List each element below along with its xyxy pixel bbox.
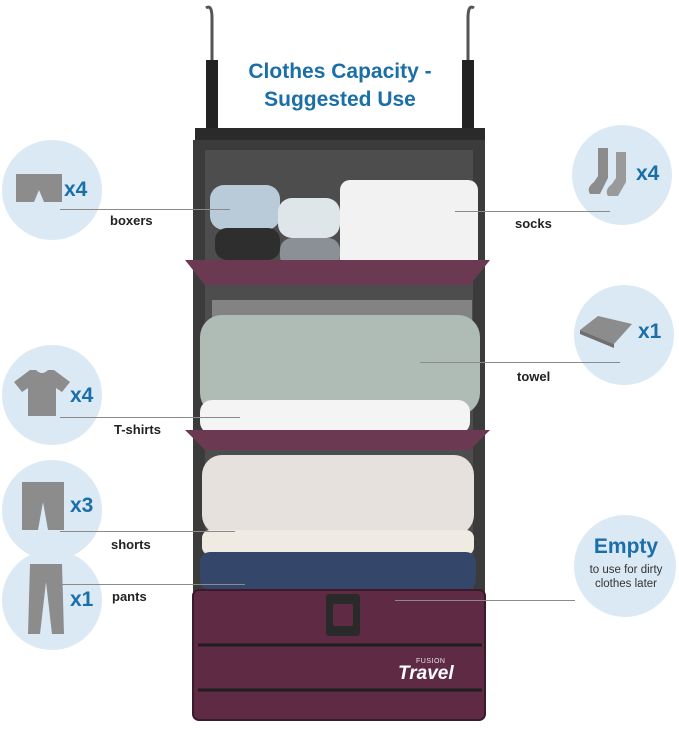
towel-leader-line [420,362,620,363]
tshirt-leader-line [60,417,240,418]
pants-leader-line [60,584,245,585]
tshirt-qty: x4 [70,384,94,407]
empty-leader-line [395,600,575,601]
boxers-icon [16,174,62,202]
page-title: Clothes Capacity - Suggested Use [200,58,480,114]
boxers-label: boxers [110,213,153,228]
pants-icon [28,564,64,634]
empty-subtitle: to use for dirty clothes later [589,564,663,590]
pants-label: pants [112,589,147,604]
towel-qty: x1 [638,320,662,343]
tshirt-label: T-shirts [114,422,161,437]
socks-icon [588,148,626,196]
socks-leader-line [455,211,610,212]
boxers-qty: x4 [64,178,88,201]
tshirt-icon [14,370,70,416]
towel-icon [580,316,632,348]
boxers-leader-line [60,209,230,210]
shorts-leader-line [60,531,235,532]
shorts-icon [22,482,64,530]
title-line-1: Clothes Capacity - [248,60,432,83]
empty-circle [574,515,676,617]
shorts-qty: x3 [70,494,94,517]
socks-label: socks [515,216,552,231]
socks-qty: x4 [636,162,660,185]
empty-title: Empty [593,535,659,558]
title-line-2: Suggested Use [264,88,416,111]
pants-qty: x1 [70,588,94,611]
shorts-label: shorts [111,537,151,552]
brand-logo-text: Travel [398,663,454,684]
towel-label: towel [517,369,551,384]
hanger-hooks [205,5,475,130]
brand-tagline: FUSION [416,658,446,665]
